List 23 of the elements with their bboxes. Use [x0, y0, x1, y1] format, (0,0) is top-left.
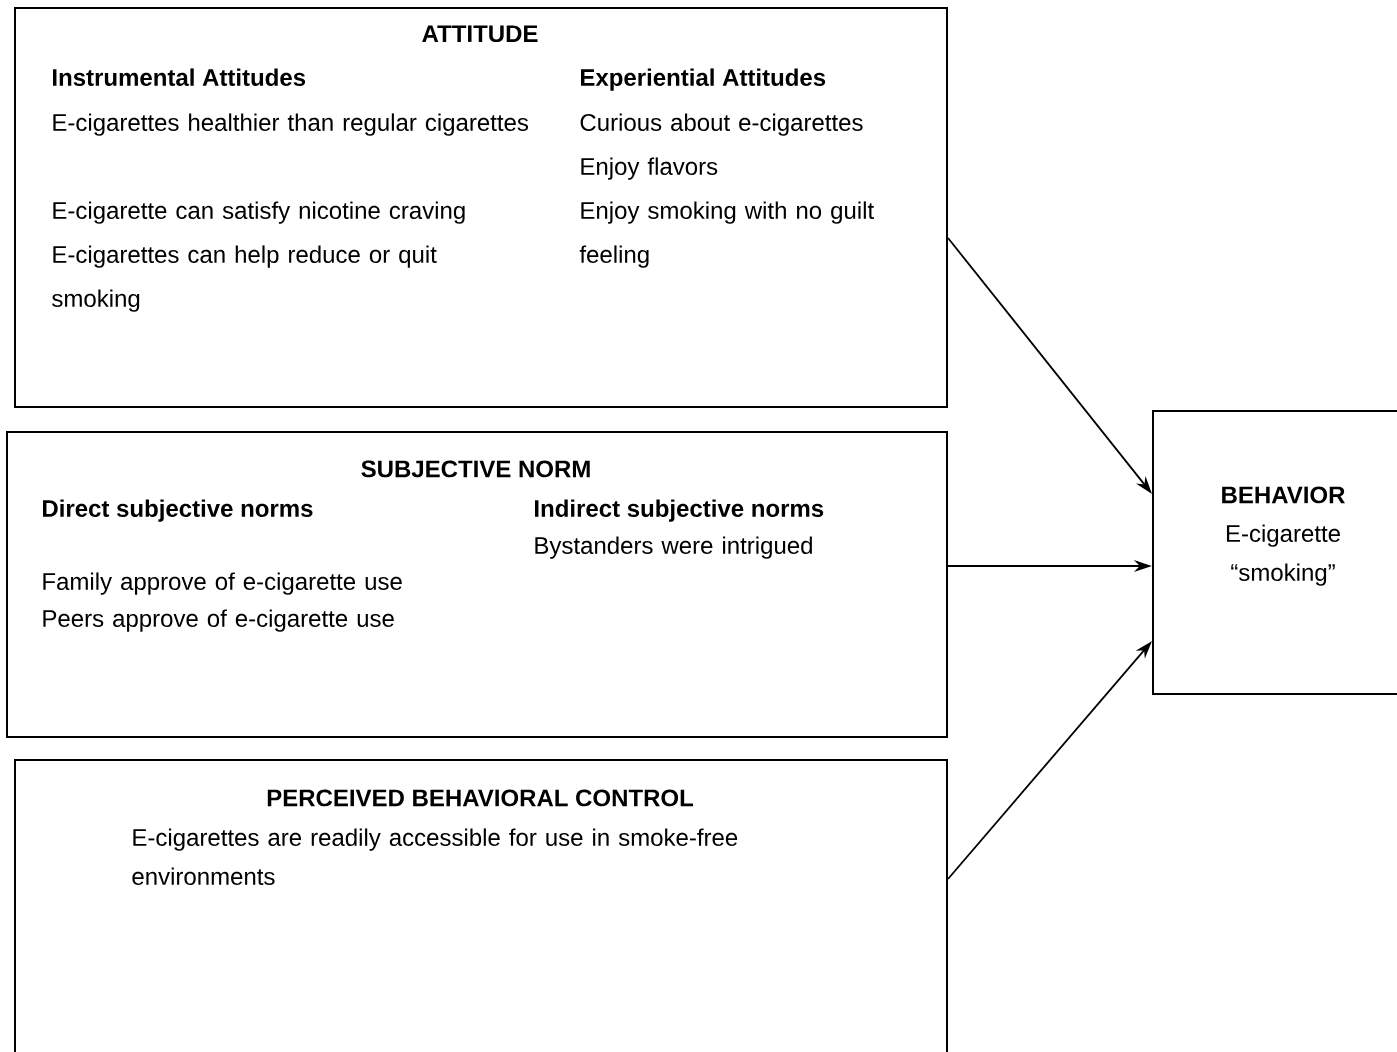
box-heading: BEHAVIOR — [1222, 486, 1345, 504]
item-text: Enjoy flavors — [581, 157, 718, 180]
box-heading: ATTITUDE — [422, 25, 538, 43]
column-heading: Instrumental Attitudes — [53, 68, 306, 86]
item-text: E-cigarettes healthier than regular cigarettes — [53, 113, 529, 136]
construct-box — [14, 7, 948, 408]
item-text: Family approve of e-cigarette use — [43, 572, 402, 595]
construct-box — [14, 759, 948, 1052]
item-text: Enjoy smoking with no guilt feeling — [579, 201, 874, 268]
behavior-box — [1152, 410, 1397, 695]
item-text: E-cigarettes can help reduce or quit smoking — [52, 245, 437, 312]
item-text: Bystanders were intrigued — [535, 536, 812, 559]
box-heading: SUBJECTIVE NORM — [361, 460, 590, 478]
column-heading: Experiential Attitudes — [581, 68, 826, 91]
item-text: Peers approve of e-cigarette use — [43, 609, 394, 632]
item-text: E-cigarettes are readily accessible for use in smoke-free environments — [132, 828, 738, 885]
column-heading: Indirect subjective norms — [535, 499, 824, 522]
item-text: E-cigarette can satisfy nicotine craving — [53, 201, 465, 224]
item-text: E-cigarette “smoking” — [1226, 524, 1340, 586]
column-heading: Direct subjective norms — [43, 499, 313, 522]
construct-box — [6, 431, 948, 738]
item-text: Curious about e-cigarettes — [580, 113, 863, 136]
box-heading: PERCEIVED BEHAVIORAL CONTROL — [267, 789, 694, 807]
